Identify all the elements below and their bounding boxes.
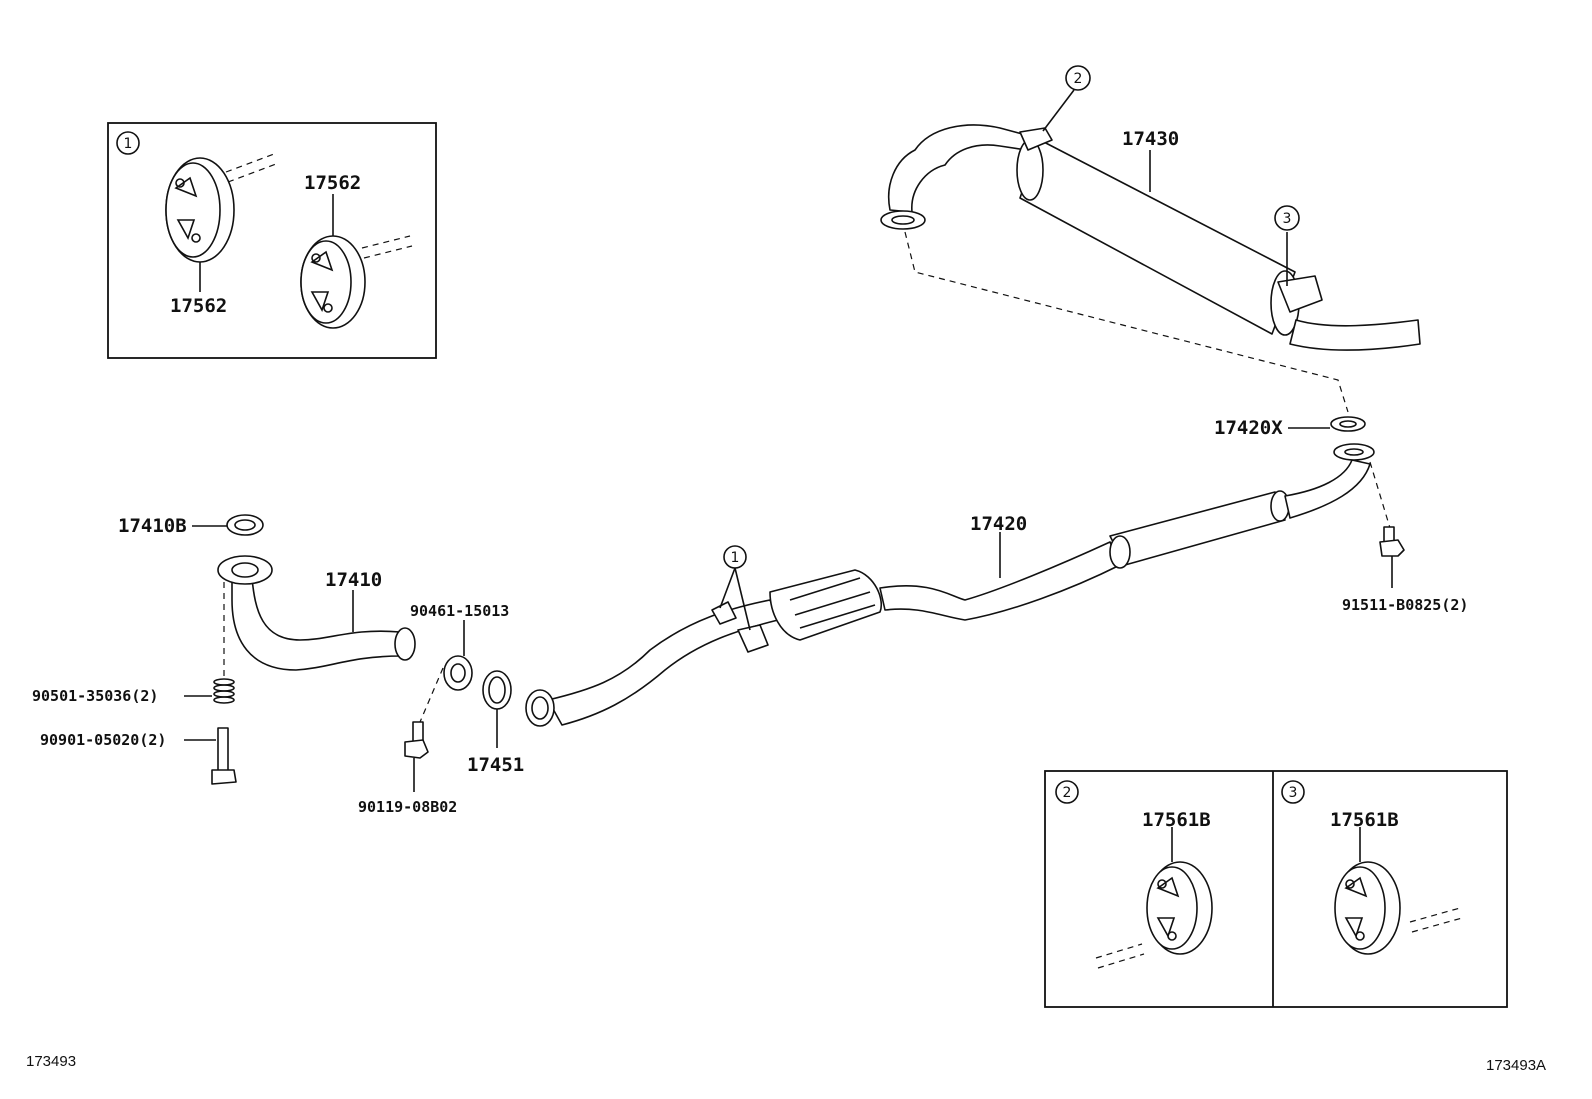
label-17562-right: 17562 <box>304 172 361 194</box>
center-exhaust-pipe-17420 <box>879 443 1375 621</box>
spring-90501 <box>213 678 235 704</box>
gasket-17451 <box>482 670 512 710</box>
callout-3-label: 3 <box>1283 211 1292 227</box>
tailpipe-muffler-17430 <box>880 124 1421 351</box>
label-17410: 17410 <box>325 569 382 591</box>
inset-box-1: 1 17562 17562 <box>107 122 437 359</box>
front-pipe-catalyst <box>525 569 882 727</box>
label-17561B-right: 17561B <box>1330 809 1399 831</box>
label-90119-08B02: 90119-08B02 <box>358 798 457 816</box>
label-17420X: 17420X <box>1214 417 1283 439</box>
label-90461-15013: 90461-15013 <box>410 602 509 620</box>
bolt-90901 <box>211 727 237 785</box>
ring-17410B <box>226 514 264 536</box>
callout-2-label: 2 <box>1074 71 1083 87</box>
label-90901-05020: 90901-05020(2) <box>40 731 166 749</box>
label-17410B: 17410B <box>118 515 187 537</box>
bolt-90119 <box>404 721 429 759</box>
nut-90461 <box>443 655 473 691</box>
exhaust-hanger-17561B-right <box>1334 861 1463 955</box>
callout-3-box-label: 3 <box>1289 785 1298 801</box>
label-90501-35036: 90501-35036(2) <box>32 687 158 705</box>
inset-box-2-3: 2 3 17561B 17561B <box>1044 770 1508 1008</box>
exhaust-pipe-17410 <box>217 555 416 671</box>
label-17451: 17451 <box>467 754 524 776</box>
exhaust-hanger-17562-left <box>165 153 277 263</box>
label-17562-left: 17562 <box>170 295 227 317</box>
callout-2-box-label: 2 <box>1063 785 1072 801</box>
gasket-17420X <box>1330 416 1366 432</box>
bolt-91511 <box>1379 526 1405 557</box>
ref-number-left: 173493 <box>26 1053 76 1070</box>
callout-1-pipe-label: 1 <box>731 550 740 566</box>
label-91511-B0825: 91511-B0825(2) <box>1342 596 1468 614</box>
exhaust-hanger-17561B-left <box>1095 861 1213 969</box>
ref-number-right: 173493A <box>1486 1057 1546 1074</box>
label-17430: 17430 <box>1122 128 1179 150</box>
exhaust-hanger-17562-right <box>300 235 413 329</box>
label-17561B-left: 17561B <box>1142 809 1211 831</box>
callout-1-label: 1 <box>124 136 133 152</box>
label-17420: 17420 <box>970 513 1027 535</box>
